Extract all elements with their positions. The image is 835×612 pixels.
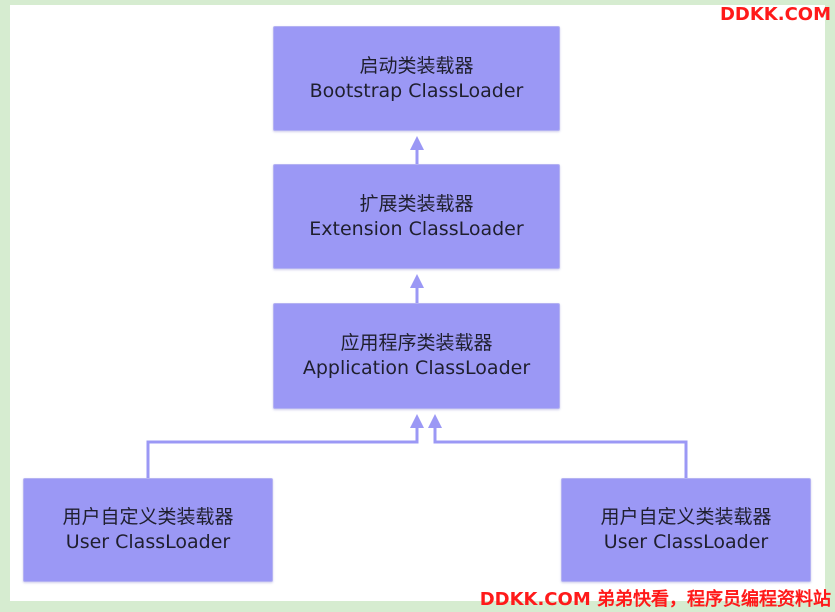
node-zh-label: 启动类装载器 [359, 54, 474, 77]
edge-line [433, 426, 688, 478]
node-zh-label: 应用程序类装载器 [340, 332, 493, 354]
arrow-head [410, 274, 424, 288]
arrow-head [410, 136, 424, 150]
node-user-classloader-left: 用户自定义类装载器 User ClassLoader [23, 478, 273, 582]
arrow-head [428, 414, 442, 428]
watermark-top: DDKK.COM [719, 4, 831, 25]
node-en-label: User ClassLoader [65, 531, 231, 553]
edge-user-left-to-application [146, 414, 424, 478]
node-en-label: Bootstrap ClassLoader [309, 79, 524, 102]
node-zh-label: 扩展类装载器 [359, 192, 474, 215]
edge-user-right-to-application [428, 414, 688, 478]
node-en-label: Application ClassLoader [302, 357, 531, 379]
edge-extension-to-bootstrap [410, 136, 424, 164]
node-application-classloader: 应用程序类装载器 Application ClassLoader [273, 303, 560, 409]
edge-line [146, 426, 419, 478]
node-bootstrap-classloader: 启动类装载器 Bootstrap ClassLoader [273, 26, 560, 131]
edge-application-to-extension [410, 274, 424, 303]
node-user-classloader-right: 用户自定义类装载器 User ClassLoader [561, 478, 811, 582]
node-en-label: User ClassLoader [603, 531, 769, 553]
node-zh-label: 用户自定义类装载器 [600, 506, 772, 528]
node-zh-label: 用户自定义类装载器 [62, 506, 234, 528]
watermark-bottom: DDKK.COM 弟弟快看，程序员编程资料站 [479, 589, 831, 610]
node-extension-classloader: 扩展类装载器 Extension ClassLoader [273, 164, 560, 269]
node-en-label: Extension ClassLoader [309, 217, 524, 240]
arrow-head [410, 414, 424, 428]
